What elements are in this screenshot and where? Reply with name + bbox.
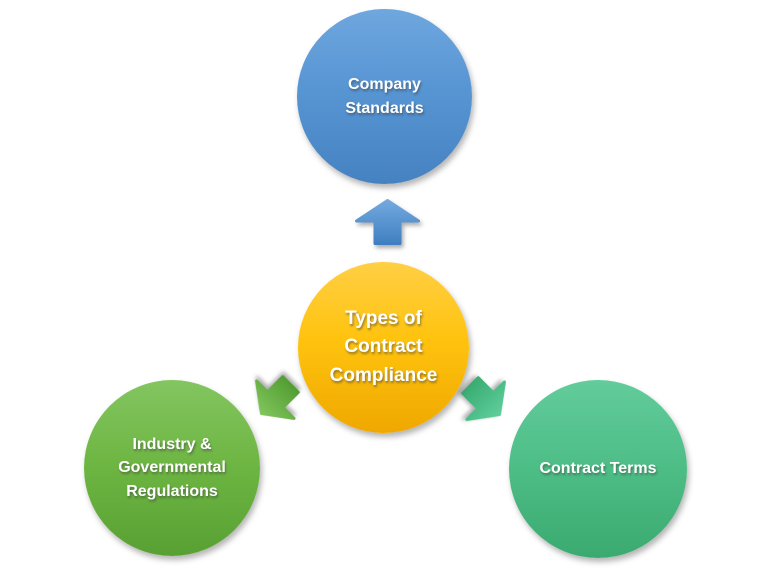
down-right-arrow-icon xyxy=(461,376,506,421)
node-industry-governmental-regulations: Industry & Governmental Regulations xyxy=(84,380,260,556)
node-types-of-contract-compliance: Types of Contract Compliance xyxy=(298,262,469,433)
down-left-arrow-icon xyxy=(255,375,300,420)
node-contract-terms: Contract Terms xyxy=(509,380,687,558)
up-arrow-icon xyxy=(355,199,420,245)
node-contract-terms-label: Contract Terms xyxy=(539,460,657,478)
node-types-of-contract-compliance-label: Types of Contract Compliance xyxy=(329,307,438,386)
node-industry-governmental-regulations-label: Industry & Governmental Regulations xyxy=(118,436,226,500)
node-company-standards: Company Standards xyxy=(297,9,472,184)
node-company-standards-label: Company Standards xyxy=(345,76,424,117)
